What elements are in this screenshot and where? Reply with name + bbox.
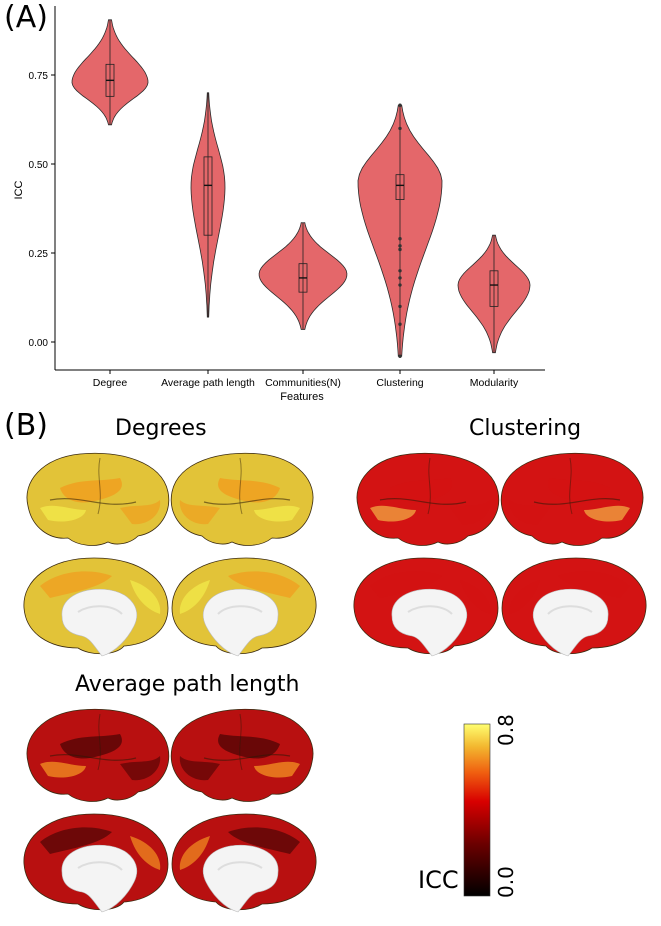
chart-axes xyxy=(54,6,545,371)
degrees-map-title: Degrees xyxy=(115,416,207,441)
brain-lateral-view xyxy=(356,452,500,546)
brain-lateral-view xyxy=(170,708,314,802)
violin-outlier xyxy=(398,276,402,280)
brain-lateral-view xyxy=(170,452,314,546)
violin-box xyxy=(203,156,213,236)
average-path-length-brain-map xyxy=(23,708,317,913)
violin-outlier xyxy=(398,283,402,287)
brain-lateral-view xyxy=(26,452,170,546)
brain-medial-view xyxy=(501,557,647,657)
y-tick-label: 0.75 xyxy=(29,71,49,82)
clustering-brain-map xyxy=(353,452,647,657)
brain-lateral-view xyxy=(26,708,170,802)
colorbar xyxy=(463,723,491,897)
violin-box xyxy=(395,174,405,200)
x-tick-label: Communities(N) xyxy=(265,377,341,389)
violin-outlier xyxy=(398,126,402,131)
colorbar-min-label: 0.0 xyxy=(494,866,518,898)
colorbar-max-label: 0.8 xyxy=(494,714,518,746)
violin-outlier xyxy=(398,247,402,252)
panel-a-label: (A) xyxy=(4,0,48,35)
brain-medial-view xyxy=(171,557,317,657)
y-tick-label: 0.00 xyxy=(29,338,49,349)
x-tick-label: Degree xyxy=(93,377,128,389)
violin-outlier xyxy=(398,237,402,241)
x-tick-label: Average path length xyxy=(161,377,255,389)
brain-medial-view xyxy=(23,813,169,913)
panel-b-label: (B) xyxy=(4,408,48,443)
violin-outlier xyxy=(398,103,402,107)
clustering-map-title: Clustering xyxy=(469,416,582,441)
violin-box xyxy=(489,270,499,307)
average-path-length-map-title: Average path length xyxy=(75,672,300,697)
degrees-brain-map xyxy=(23,452,317,657)
brain-medial-view xyxy=(353,557,499,657)
y-tick-label: 0.50 xyxy=(29,160,49,171)
x-tick-label: Clustering xyxy=(376,377,423,389)
x-axis-label: Features xyxy=(280,391,324,403)
x-tick-label: Modularity xyxy=(470,377,519,389)
violin-outlier xyxy=(398,244,402,248)
violin-outlier xyxy=(398,269,402,273)
violin-outlier xyxy=(398,304,402,309)
brain-medial-view xyxy=(23,557,169,657)
violin-outlier xyxy=(398,322,402,326)
brain-medial-view xyxy=(171,813,317,913)
violin-outlier xyxy=(398,354,402,358)
y-tick-label: 0.25 xyxy=(29,249,49,260)
y-axis-label: ICC xyxy=(13,180,25,199)
colorbar-label: ICC xyxy=(418,866,459,894)
brain-lateral-view xyxy=(500,452,644,546)
violin-chart: 0.00 0.25 0.50 0.75 Degree Average path leng… xyxy=(13,6,545,403)
